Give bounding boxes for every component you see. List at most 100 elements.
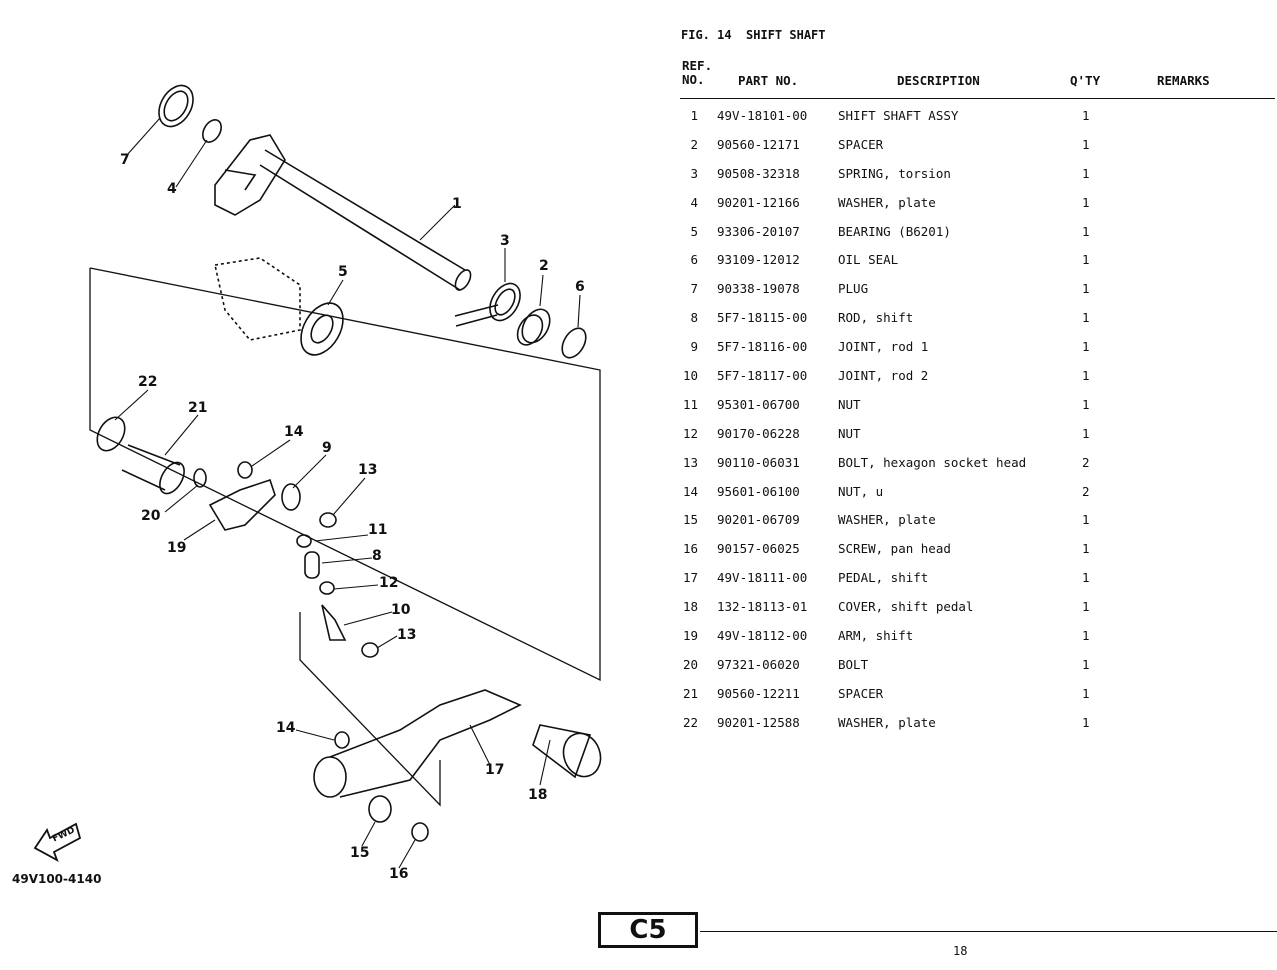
cell-ref: 16 [682, 541, 698, 557]
cell-part-no: 90157-06025 [717, 541, 800, 557]
cell-description: JOINT, rod 2 [838, 368, 929, 384]
part-spacer-21 [121, 444, 185, 495]
callout-22: 22 [138, 374, 158, 390]
drawing-code: 49V100-4140 [12, 872, 102, 886]
cell-part-no: 5F7-18116-00 [717, 339, 808, 355]
table-header: REF. NO. PART NO. DESCRIPTION Q'TY REMAR… [680, 58, 1275, 99]
part-torsion-spring [454, 282, 521, 327]
cell-part-no: 90201-12588 [717, 714, 800, 730]
callout-4: 4 [167, 181, 177, 197]
cell-qty: 1 [1082, 339, 1090, 355]
cell-description: WASHER, plate [838, 512, 936, 528]
cell-qty: 1 [1082, 425, 1090, 441]
cell-description: WASHER, plate [838, 714, 936, 730]
cell-part-no: 90201-12166 [717, 194, 800, 210]
callout-13: 13 [358, 462, 378, 478]
page-number: 18 [953, 944, 968, 958]
cell-ref: 22 [682, 714, 698, 730]
cell-description: SHIFT SHAFT ASSY [838, 108, 959, 123]
cell-qty: 1 [1082, 108, 1090, 123]
callout-2: 2 [539, 258, 549, 274]
exploded-parts-diagram: 7 4 1 3 2 6 5 22 21 14 9 13 20 19 11 8 1… [33, 84, 602, 882]
cell-part-no: 90110-06031 [717, 454, 800, 470]
cell-description: SPACER [838, 136, 884, 152]
cell-qty: 1 [1082, 714, 1090, 730]
part-nut-14 [237, 461, 253, 479]
callout-5: 5 [338, 264, 348, 280]
part-plug [158, 84, 194, 128]
cell-ref: 11 [682, 396, 698, 412]
cell-qty: 1 [1082, 628, 1090, 644]
cell-qty: 1 [1082, 396, 1090, 412]
callout-6: 6 [575, 279, 585, 295]
callout-14b: 14 [276, 720, 296, 736]
cell-part-no: 5F7-18117-00 [717, 368, 808, 384]
part-housing-ghost [214, 257, 301, 341]
cell-part-no: 93306-20107 [717, 223, 800, 239]
table-row: 11 95301-06700 NUT 1 [680, 388, 1275, 417]
callout-8: 8 [372, 548, 382, 564]
cell-part-no: 90560-12171 [717, 136, 800, 152]
callout-3: 3 [500, 233, 510, 249]
part-rod-shift [304, 551, 320, 579]
callout-13b: 13 [397, 627, 417, 643]
cell-qty: 1 [1082, 252, 1090, 268]
callout-9: 9 [322, 440, 332, 456]
cell-qty: 1 [1082, 570, 1090, 586]
parts-table: REF. NO. PART NO. DESCRIPTION Q'TY REMAR… [680, 58, 1275, 735]
cell-part-no: 93109-12012 [717, 252, 800, 268]
part-washer-4 [202, 119, 222, 143]
part-bolt-13 [319, 512, 337, 528]
header-qty: Q'TY [1070, 73, 1101, 88]
cell-part-no: 95301-06700 [717, 396, 800, 412]
cell-ref: 4 [690, 194, 698, 210]
cell-qty: 1 [1082, 368, 1090, 384]
cell-part-no: 49V-18112-00 [717, 628, 808, 644]
cell-ref: 9 [690, 339, 698, 355]
cell-ref: 13 [682, 454, 698, 470]
cell-part-no: 90170-06228 [717, 425, 800, 441]
part-washer-15 [368, 795, 392, 823]
cell-part-no: 49V-18111-00 [717, 570, 808, 586]
cell-qty: 1 [1082, 541, 1090, 557]
part-shift-pedal [313, 689, 522, 798]
cell-ref: 6 [690, 252, 698, 268]
cell-ref: 2 [690, 136, 698, 152]
callout-18: 18 [528, 787, 548, 803]
part-joint-rod-2 [321, 604, 347, 641]
cell-description: ARM, shift [838, 628, 914, 644]
header-remarks: REMARKS [1157, 73, 1210, 88]
section-tag: C5 [598, 912, 698, 948]
pedal-assembly-outline [299, 612, 441, 807]
cell-qty: 1 [1082, 656, 1090, 672]
callout-12: 12 [379, 575, 399, 591]
cell-part-no: 90508-32318 [717, 165, 800, 181]
cell-ref: 19 [682, 628, 698, 644]
cell-ref: 3 [690, 165, 698, 181]
part-nut-12 [319, 581, 335, 595]
fwd-arrow-icon [33, 822, 82, 862]
cell-ref: 8 [690, 310, 698, 326]
cell-ref: 18 [682, 599, 698, 615]
cell-description: NUT, u [838, 483, 884, 499]
footer-rule [700, 931, 1277, 932]
cell-description: NUT [838, 396, 861, 412]
callout-20: 20 [141, 508, 161, 524]
header-ref: REF. NO. [682, 58, 713, 87]
cell-qty: 1 [1082, 512, 1090, 528]
cell-qty: 1 [1082, 223, 1090, 239]
part-shift-arm [208, 478, 276, 531]
part-bolt-20 [193, 468, 207, 488]
part-joint-rod-1 [281, 483, 301, 511]
